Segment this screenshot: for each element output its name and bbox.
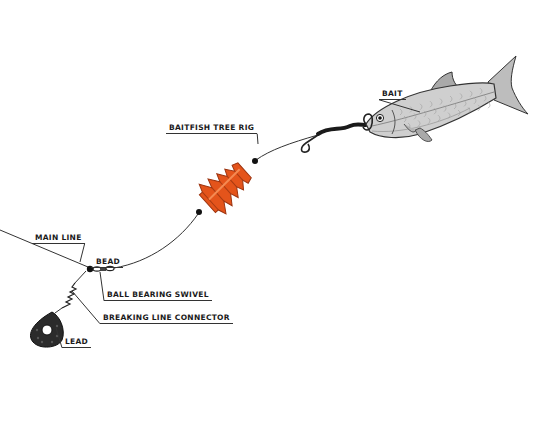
fish-scale — [440, 99, 442, 105]
fish-scale — [458, 110, 460, 116]
fish-scale — [414, 113, 416, 119]
fish-scale — [450, 96, 452, 102]
fish-scale — [464, 100, 466, 106]
lead-hole — [42, 325, 52, 335]
part-label: BAITFISH TREE RIG — [166, 124, 257, 134]
part-label: BREAKING LINE CONNECTOR — [100, 314, 233, 324]
rig-bead-upper — [252, 158, 258, 164]
fish-scale — [468, 107, 470, 113]
hook — [302, 135, 319, 152]
fish-scale — [430, 101, 432, 107]
fish-scale — [484, 95, 486, 101]
fish-scale — [428, 118, 430, 124]
part-label: LEAD — [62, 338, 91, 348]
part-label: BAIT — [379, 90, 406, 100]
leader-line — [72, 291, 100, 324]
main-line — [0, 230, 88, 267]
fish-scale — [438, 115, 440, 121]
ball-bearing-swivel — [93, 266, 114, 271]
fish-scale — [448, 113, 450, 119]
lead-line — [55, 308, 62, 313]
fish-scale — [400, 109, 402, 115]
part-label: BALL BEARING SWIVEL — [104, 291, 212, 301]
fish-scale — [460, 93, 462, 99]
fish-scale — [424, 111, 426, 117]
tubing — [318, 124, 366, 134]
fish-scale — [404, 116, 406, 122]
rig-wire-upper — [256, 135, 318, 160]
leader-line — [80, 244, 85, 262]
rig-wire — [114, 214, 198, 268]
baitfish-tree-rig-body — [194, 155, 258, 218]
bait-hook — [363, 114, 372, 130]
rig-bead-lower — [196, 209, 202, 215]
fish-scale — [474, 98, 476, 104]
leader-line — [257, 134, 259, 144]
fish-scale — [408, 123, 410, 129]
fish-scale — [444, 106, 446, 112]
lead-weight — [30, 312, 63, 347]
fish-scale — [420, 104, 422, 110]
fish-scale — [418, 120, 420, 126]
connector-line — [74, 271, 86, 284]
part-label: MAIN LINE — [32, 234, 85, 244]
fish-scale — [478, 105, 480, 111]
breaking-line-connector — [62, 283, 76, 308]
part-label: BEAD — [93, 258, 123, 268]
fish-scale — [488, 102, 490, 108]
fish-scale — [480, 88, 482, 94]
bait-fish — [366, 56, 528, 142]
lead-dimples — [36, 325, 58, 343]
fish-scale — [454, 103, 456, 109]
fish-scale — [434, 108, 436, 114]
fish-scale — [470, 91, 472, 97]
leader-line — [379, 100, 420, 112]
